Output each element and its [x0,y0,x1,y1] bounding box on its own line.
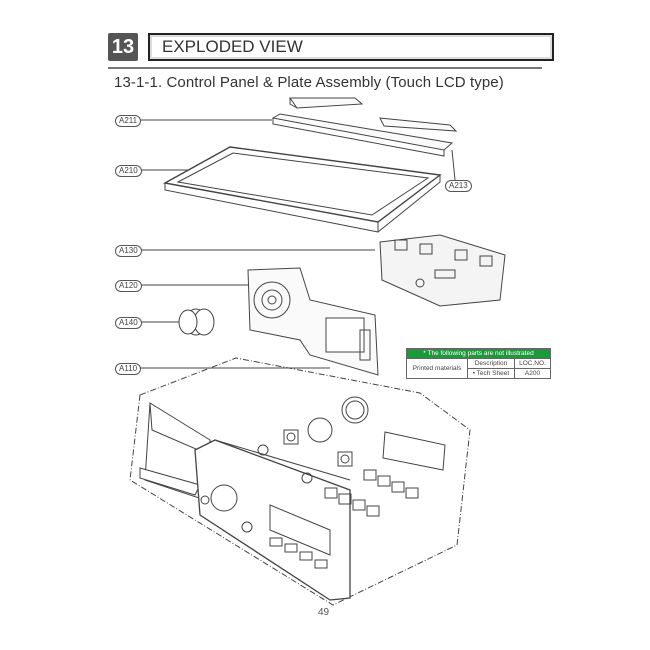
callout-a110: A110 [115,363,142,375]
callout-a130: A130 [115,245,142,257]
notes-row-label: Printed materials [406,358,468,379]
callout-a140: A140 [115,317,142,329]
header-divider [108,67,542,69]
notes-item-loc: A200 [513,368,552,379]
callout-a213: A213 [445,180,472,192]
callout-a210: A210 [115,165,142,177]
notes-table-header: * The following parts are not illustrate… [406,348,551,359]
not-illustrated-parts-table: * The following parts are not illustrate… [406,348,552,379]
section-number-badge: 13 [108,33,138,61]
notes-item-description: • Tech Sheet [466,368,515,379]
callout-a211: A211 [115,115,142,127]
section-title: EXPLODED VIEW [148,33,554,61]
page-subtitle: 13-1-1. Control Panel & Plate Assembly (… [114,74,504,91]
notes-col-description: Description [466,358,515,369]
callout-a120: A120 [115,280,142,292]
page-number: 49 [318,607,330,618]
notes-col-loc: LOC.NO. [513,358,552,369]
